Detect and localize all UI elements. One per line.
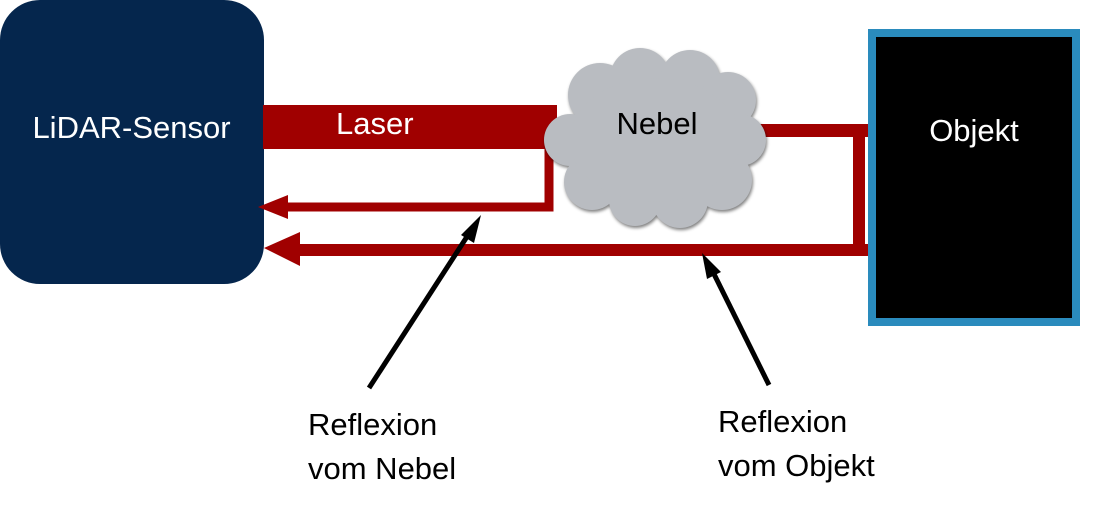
beam-fog-to-object <box>756 124 870 137</box>
object-label: Objekt <box>929 113 1019 148</box>
object-reflection-caption: Reflexion vom Objekt <box>718 400 875 488</box>
object-reflection-arrowhead <box>264 232 300 266</box>
sensor-label: LiDAR-Sensor <box>32 110 231 145</box>
fog-label: Nebel <box>616 106 698 141</box>
object-reflection-caption-line2: vom Objekt <box>718 448 875 483</box>
object-box <box>868 29 1080 326</box>
fog-reflection-path <box>282 138 554 212</box>
lidar-sensor-box <box>0 0 264 284</box>
fog-pointer-arrowhead <box>461 215 481 243</box>
fog-reflection-caption-line1: Reflexion <box>308 407 438 442</box>
object-pointer-line <box>709 268 772 387</box>
laser-label: Laser <box>336 106 414 141</box>
object-pointer-arrowhead <box>702 253 721 279</box>
fog-reflection-caption-line2: vom Nebel <box>308 451 457 486</box>
fog-reflection-caption: Reflexion vom Nebel <box>308 403 456 491</box>
fog-pointer-line <box>366 230 473 390</box>
fog-cloud <box>544 48 767 230</box>
object-reflection-caption-line1: Reflexion <box>718 404 848 439</box>
laser-beam <box>263 105 557 149</box>
fog-reflection-arrowhead <box>258 195 288 219</box>
